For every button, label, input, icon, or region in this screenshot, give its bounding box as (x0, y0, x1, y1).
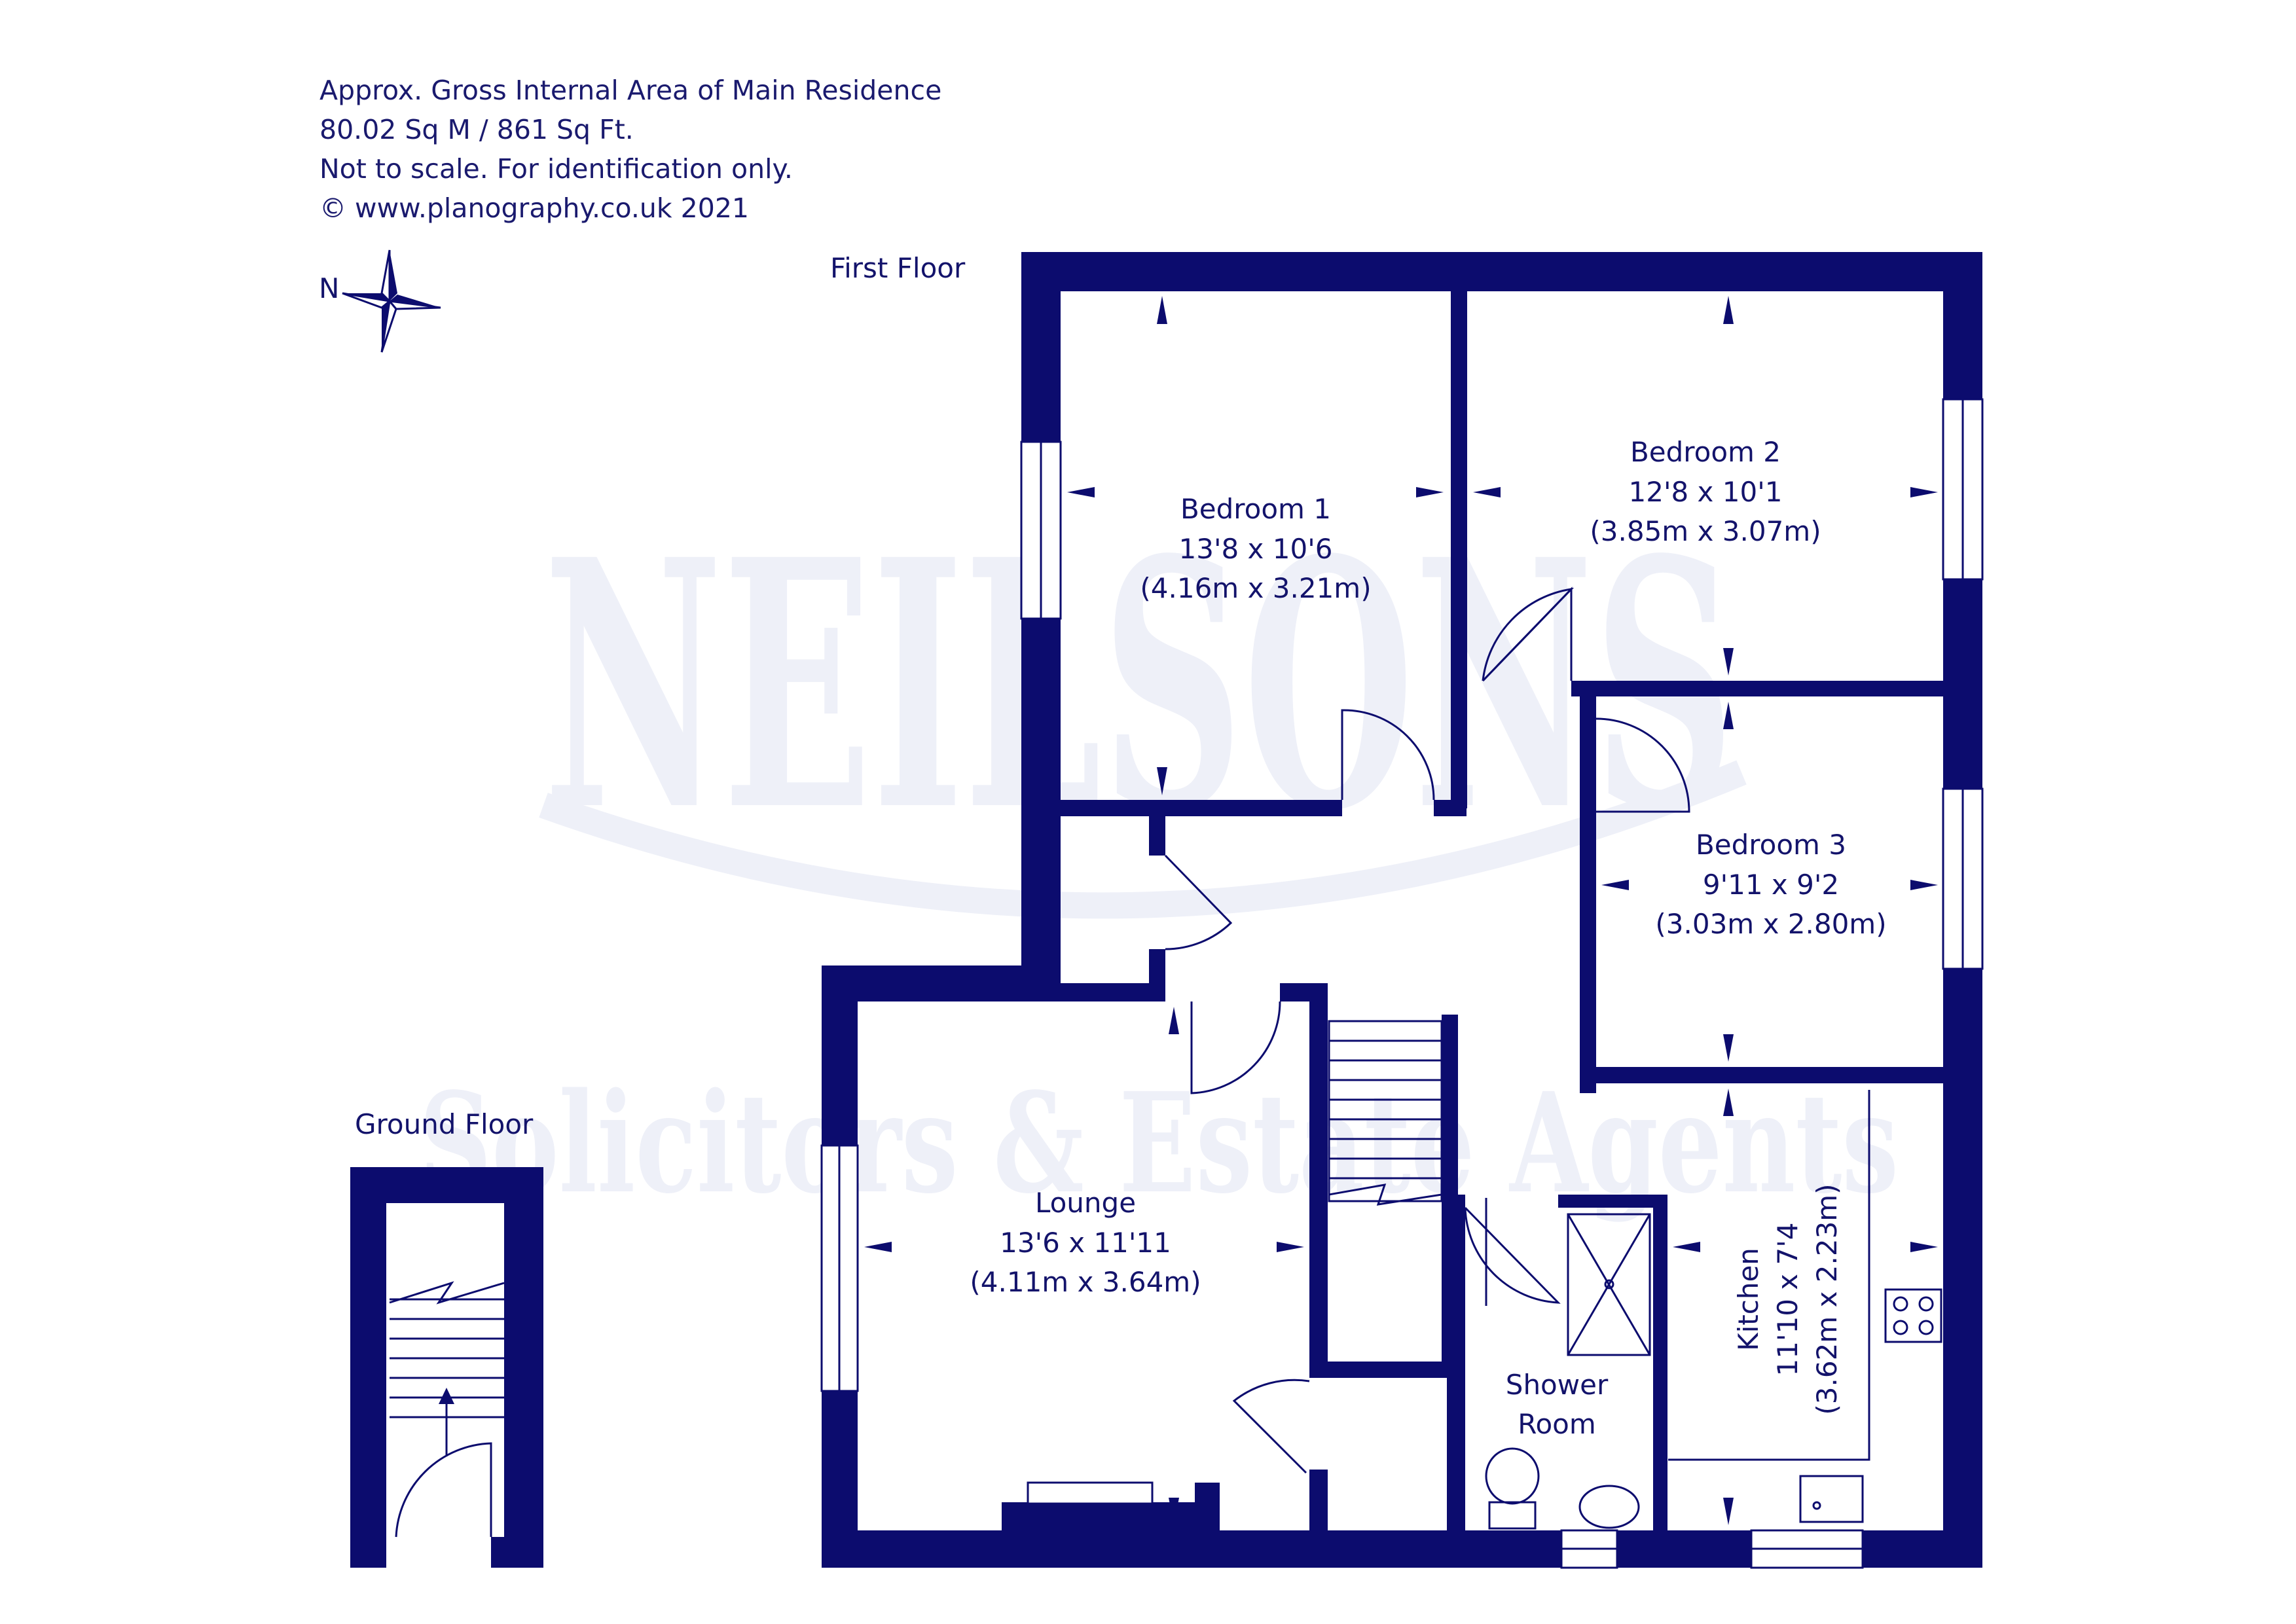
windows (820, 398, 1984, 1569)
scale-note: Not to scale. For identification only. (319, 153, 793, 185)
shower-name-line1: Shower (1506, 1369, 1609, 1401)
dimension-arrows (864, 296, 1938, 1525)
copyright: © www.planography.co.uk 2021 (319, 192, 750, 224)
lounge-name: Lounge (1035, 1187, 1136, 1219)
area-title: Approx. Gross Internal Area of Main Resi… (319, 75, 942, 106)
watermark-tagline: Solicitors & Estate Agents (419, 1062, 1899, 1224)
kitchen-name: Kitchen (1732, 1248, 1764, 1351)
ground-floor-plan (350, 1167, 543, 1568)
first-floor-label: First Floor (830, 252, 966, 284)
room-labels: Bedroom 1 13'8 x 10'6 (4.16m x 3.21m) Be… (970, 436, 1886, 1440)
area-value: 80.02 Sq M / 861 Sq Ft. (319, 114, 634, 145)
compass-north-label: N (319, 272, 339, 304)
bathroom-fixtures (1485, 1447, 1640, 1530)
bedroom3-imperial: 9'11 x 9'2 (1703, 869, 1839, 901)
watermark: NEILSONS Solicitors & Estate Agents (419, 486, 1899, 1224)
shower-name-line2: Room (1518, 1408, 1596, 1440)
bedroom3-name: Bedroom 3 (1696, 829, 1846, 861)
bedroom3-metric: (3.03m x 2.80m) (1655, 908, 1886, 940)
doors (1164, 586, 1690, 1474)
shower-tray (1567, 1213, 1651, 1356)
ground-floor-label: Ground Floor (355, 1108, 534, 1140)
bedroom1-name: Bedroom 1 (1180, 493, 1331, 525)
bedroom2-name: Bedroom 2 (1630, 436, 1781, 468)
area-info: Approx. Gross Internal Area of Main Resi… (319, 71, 941, 228)
watermark-brand: NEILSONS (543, 486, 1735, 886)
bedroom1-imperial: 13'8 x 10'6 (1179, 533, 1333, 565)
bedroom2-metric: (3.85m x 3.07m) (1590, 515, 1821, 547)
kitchen-units (1668, 1090, 1942, 1523)
bedroom2-imperial: 12'8 x 10'1 (1629, 476, 1783, 508)
compass-icon (342, 249, 441, 353)
kitchen-imperial: 11'10 x 7'4 (1772, 1223, 1804, 1377)
kitchen-metric: (3.62m x 2.23m) (1811, 1183, 1843, 1415)
bedroom1-metric: (4.16m x 3.21m) (1140, 572, 1371, 604)
lounge-imperial: 13'6 x 11'11 (1000, 1227, 1171, 1259)
first-floor-stairs (1328, 1020, 1443, 1206)
lounge-metric: (4.11m x 3.64m) (970, 1266, 1201, 1298)
